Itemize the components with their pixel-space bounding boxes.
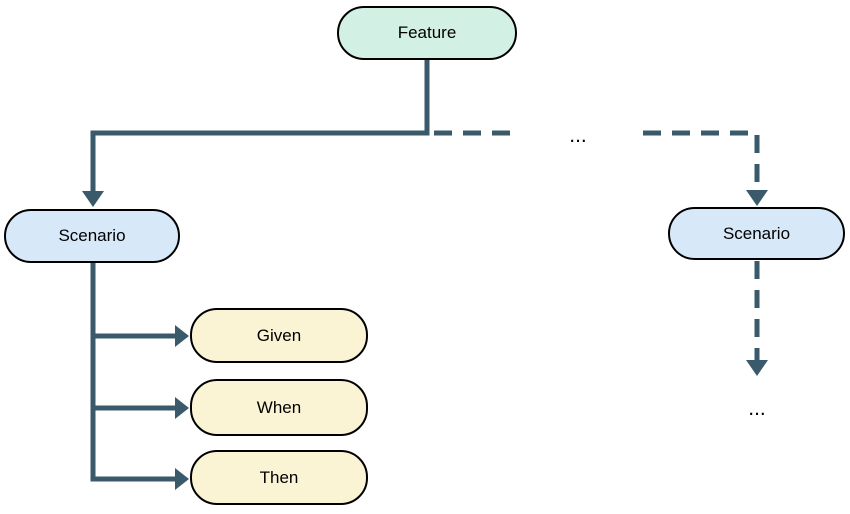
node-scenario-right: Scenario (668, 207, 845, 260)
ellipsis-bottom-label: ... (748, 397, 766, 420)
arrowhead-scenario-left (82, 191, 104, 207)
arrowhead-scenario-right (746, 190, 768, 206)
node-when: When (190, 379, 368, 436)
ellipsis-top-label: ... (569, 124, 587, 147)
arrowhead-ellipsis-bottom (746, 360, 768, 376)
arrowhead-given (175, 325, 189, 347)
edge-scenario-left-trunk (90, 263, 176, 482)
node-scenario-left: Scenario (4, 209, 180, 263)
arrowhead-when (175, 397, 189, 419)
node-feature: Feature (337, 6, 517, 60)
arrowhead-then (175, 468, 189, 490)
node-then: Then (190, 450, 368, 505)
edge-feature-to-scenario-left (90, 60, 430, 192)
edge-dashed-to-scenario-right (643, 130, 760, 190)
node-given: Given (190, 308, 368, 363)
